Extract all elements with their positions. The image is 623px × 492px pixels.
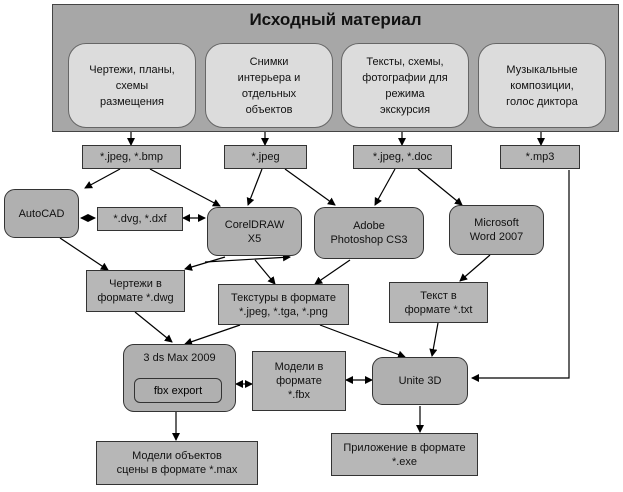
arrow-autocad-dwg bbox=[59, 237, 109, 271]
arrow-corel-textures bbox=[254, 259, 276, 285]
arrow-mp3-unity bbox=[471, 170, 570, 382]
tool-3dsmax-label: 3 ds Max 2009 bbox=[143, 352, 216, 364]
arrow-textures-max bbox=[184, 324, 241, 346]
tool-autocad: AutoCAD bbox=[4, 189, 79, 238]
arrow-word-text bbox=[459, 254, 491, 282]
arrow-bmp-corel bbox=[149, 168, 221, 207]
arrow-doc-photoshop bbox=[374, 168, 396, 206]
arrow-jpeg-photoshop bbox=[284, 168, 336, 206]
format-jpeg: *.jpeg bbox=[224, 145, 307, 169]
format-mp3: *.mp3 bbox=[500, 145, 580, 169]
tool-unity: Unite 3D bbox=[372, 357, 468, 405]
format-jpeg-bmp: *.jpeg, *.bmp bbox=[82, 145, 181, 169]
arrow-photoshop-textures bbox=[314, 259, 351, 285]
source-photos: Снимки интерьера и отдельных объектов bbox=[205, 43, 333, 128]
tool-word: Microsoft Word 2007 bbox=[449, 205, 544, 255]
format-textures: Текстуры в формате *.jpeg, *.tga, *.png bbox=[218, 284, 349, 325]
arrow-text-unity bbox=[429, 322, 439, 357]
format-jpeg-doc: *.jpeg, *.doc bbox=[353, 145, 452, 169]
diagram-title: Исходный материал bbox=[249, 10, 422, 29]
arrow-textures-unity bbox=[319, 324, 406, 359]
source-drawings: Чертежи, планы, схемы размещения bbox=[68, 43, 196, 128]
format-drawings-dwg: Чертежи в формате *.dwg bbox=[86, 270, 185, 312]
fbx-export-module: fbx export bbox=[134, 378, 222, 403]
format-text-txt: Текст в формате *.txt bbox=[389, 282, 488, 323]
source-texts: Тексты, схемы, фотографии для режима экс… bbox=[341, 43, 469, 128]
arrow-bmp-autocad bbox=[84, 168, 121, 189]
arrow-corel-dwg bbox=[184, 256, 226, 271]
arrow-jpeg-corel bbox=[246, 168, 263, 206]
arrow-dwg-max bbox=[134, 311, 173, 343]
format-dvg-dxf: *.dvg, *.dxf bbox=[97, 207, 183, 231]
output-app-exe: Приложение в формате *.exe bbox=[331, 433, 478, 476]
format-models-fbx: Модели в формате *.fbx bbox=[252, 351, 346, 411]
arrow-doc-word bbox=[417, 168, 463, 206]
tool-photoshop: Adobe Photoshop CS3 bbox=[314, 207, 424, 259]
tool-coreldraw: CorelDRAW X5 bbox=[207, 207, 302, 256]
arrow-corel-dwg-rev bbox=[204, 253, 291, 263]
output-models-max: Модели объектов сцены в формате *.max bbox=[96, 441, 258, 485]
source-music: Музыкальные композиции, голос диктора bbox=[478, 43, 606, 128]
